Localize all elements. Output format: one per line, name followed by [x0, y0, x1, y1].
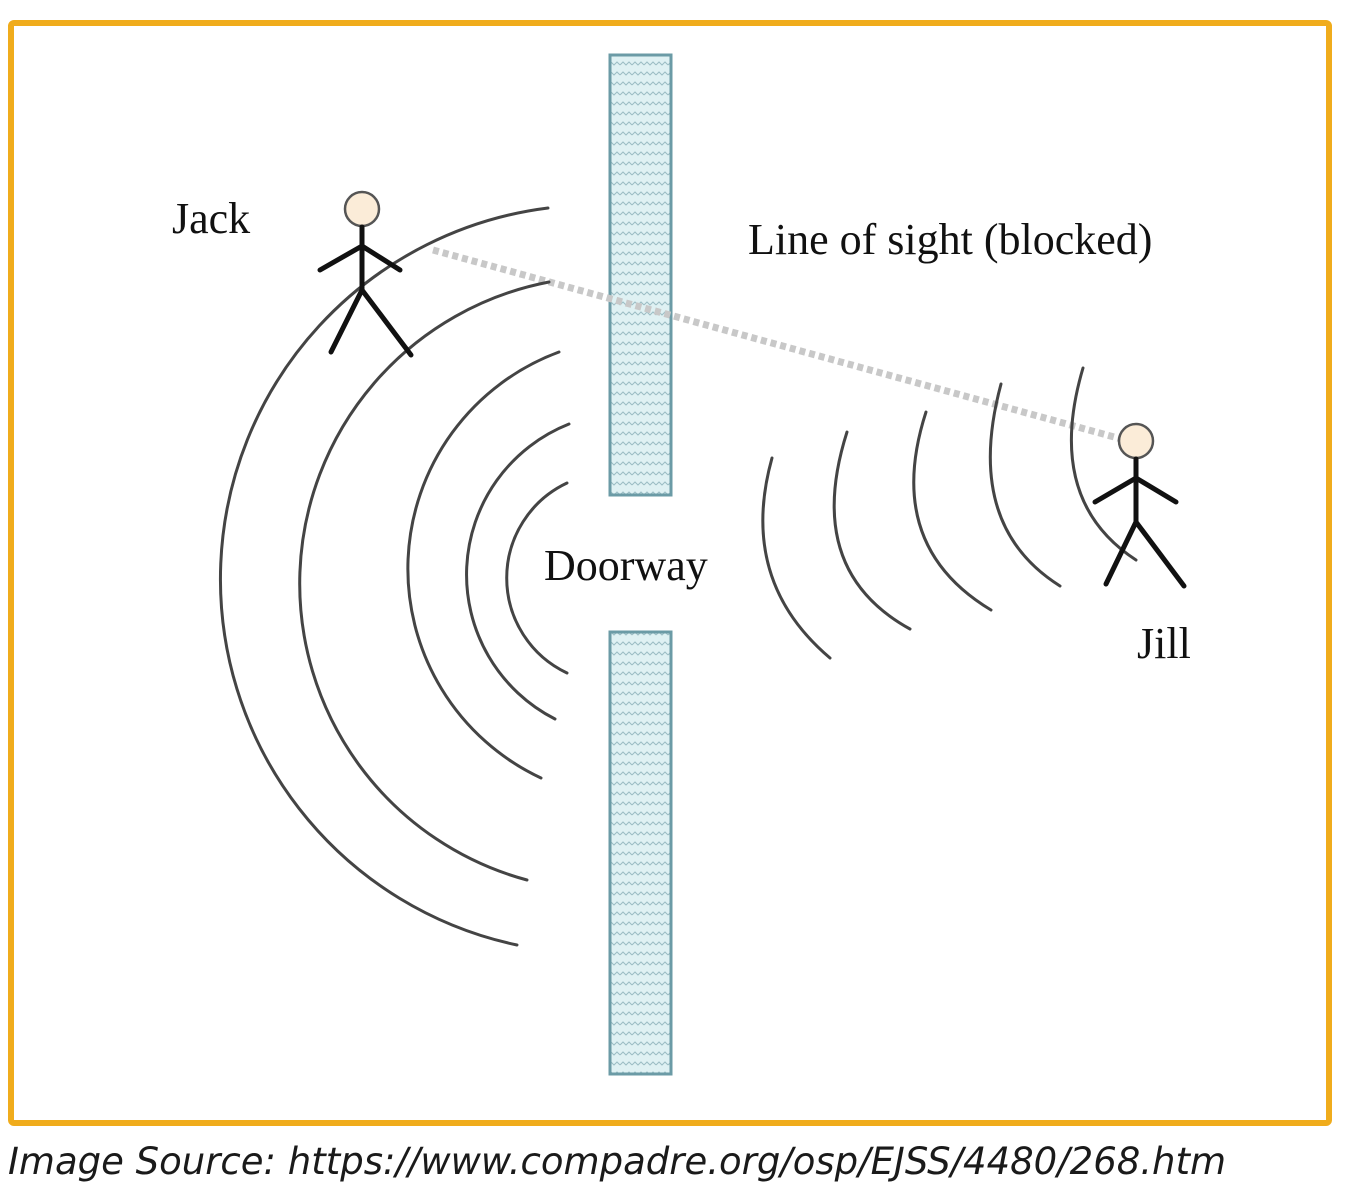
wave-left-2	[465, 422, 571, 721]
frame-border	[8, 20, 1332, 1126]
wall-lower	[608, 630, 673, 1076]
stick-figure-icon	[317, 190, 414, 358]
wave-left-5	[218, 206, 550, 947]
jill-label: Jill	[1137, 619, 1191, 668]
wave-right-3	[912, 410, 993, 612]
wave-left-3	[406, 350, 561, 780]
diagram-frame	[8, 20, 1332, 1126]
wave-right-1	[761, 456, 832, 660]
wavefronts-right	[761, 366, 1138, 660]
wall-upper	[608, 53, 673, 497]
jill-figure	[1092, 422, 1187, 589]
wave-left-4	[298, 280, 551, 882]
jack-label: Jack	[172, 194, 251, 243]
stick-figure-icon	[1092, 422, 1187, 589]
wave-right-5	[1069, 366, 1138, 562]
wavefronts-left	[218, 206, 571, 947]
line-of-sight-label: Line of sight (blocked)	[748, 215, 1153, 264]
jack-figure	[317, 190, 414, 358]
doorway-label: Doorway	[544, 541, 708, 590]
wave-right-4	[988, 382, 1062, 588]
image-source-caption: Image Source: https://www.compadre.org/o…	[8, 1140, 1227, 1183]
wave-left-1	[505, 481, 569, 675]
wave-right-2	[832, 430, 912, 631]
